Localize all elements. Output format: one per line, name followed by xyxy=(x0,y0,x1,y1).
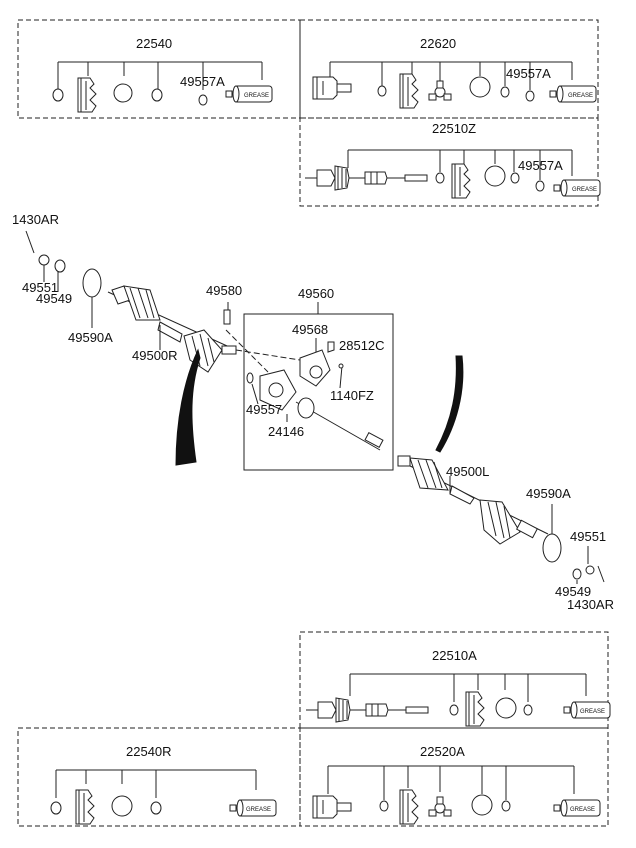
grease-label: GREASE xyxy=(568,93,593,99)
boot-icon xyxy=(451,163,471,199)
part-number-1430AR-left: 1430AR xyxy=(12,212,59,227)
ring-clamp-icon xyxy=(113,83,133,103)
part-number-49551-right: 49551 xyxy=(570,529,606,544)
cotter-pin-icon xyxy=(25,230,35,254)
left-drive-shaft-group: 1430AR 49551 49549 49590A 49500R xyxy=(12,212,237,466)
ring-clamp-icon xyxy=(525,90,535,102)
part-number-49590A-right: 49590A xyxy=(526,486,571,501)
part-number-1140FZ: 1140FZ xyxy=(330,388,374,403)
right-drive-shaft-group: 49500L 49590A 49551 49549 1430AR xyxy=(397,355,614,612)
part-number-49557A: 49557A xyxy=(506,66,551,81)
part-number-22520A: 22520A xyxy=(420,744,465,759)
ring-clamp-icon xyxy=(449,704,459,716)
part-number-22540R: 22540R xyxy=(126,744,172,759)
bolt-icon xyxy=(338,363,344,369)
part-number-49549-left: 49549 xyxy=(36,291,72,306)
ring-clamp-icon xyxy=(52,88,64,102)
kit-box-22510A: 22510A GREASE xyxy=(299,631,611,729)
cv-joint-housing-icon xyxy=(312,795,352,819)
part-number-49568: 49568 xyxy=(292,322,328,337)
ring-clamp-icon xyxy=(501,800,511,812)
boot-icon xyxy=(465,691,485,727)
drive-shaft-assy-icon xyxy=(304,165,428,191)
ring-clamp-icon xyxy=(469,76,491,98)
kit-box-22540R: 22540R GREASE xyxy=(17,727,301,827)
grease-label: GREASE xyxy=(580,709,605,715)
cv-joint-housing-icon xyxy=(312,76,352,100)
ring-clamp-icon xyxy=(471,794,493,816)
box-outline xyxy=(299,631,609,729)
retaining-ring-icon xyxy=(246,372,254,384)
tripod-spider-icon xyxy=(428,80,452,101)
box-outline xyxy=(299,19,599,119)
part-number-1430AR-right: 1430AR xyxy=(567,597,614,612)
ring-clamp-icon xyxy=(435,172,445,184)
ring-clamp-icon xyxy=(484,165,506,187)
nut-icon xyxy=(585,565,595,575)
part-number-22510A: 22510A xyxy=(432,648,477,663)
boot-icon xyxy=(399,73,419,109)
part-number-24146: 24146 xyxy=(268,424,304,439)
intermediate-shaft-box-49560: 49560 49568 28512C 1140FZ 49557 24146 xyxy=(235,286,394,471)
box-outline xyxy=(17,19,301,119)
ring-clamp-icon xyxy=(510,172,520,184)
part-number-49500L: 49500L xyxy=(446,464,489,479)
box-outline xyxy=(299,727,609,827)
ring-clamp-icon xyxy=(500,86,510,98)
grease-label: GREASE xyxy=(572,187,597,193)
kit-box-22520A: 22520A GREASE xyxy=(299,727,609,827)
part-number-49557: 49557 xyxy=(246,402,282,417)
part-number-22620: 22620 xyxy=(420,36,456,51)
ring-clamp-icon xyxy=(495,697,517,719)
part-number-49590A-left: 49590A xyxy=(68,330,113,345)
part-number-49549-right: 49549 xyxy=(555,584,591,599)
box-outline xyxy=(243,313,394,471)
washer-icon xyxy=(54,259,66,273)
ring-clamp-icon xyxy=(379,800,389,812)
part-number-49560: 49560 xyxy=(298,286,334,301)
part-number-49557A: 49557A xyxy=(180,74,225,89)
drive-shaft-49500R xyxy=(107,285,237,373)
cotter-pin-icon xyxy=(597,565,605,583)
part-number-22540: 22540 xyxy=(136,36,172,51)
part-number-49500R: 49500R xyxy=(132,348,178,363)
grease-label: GREASE xyxy=(246,807,271,813)
ring-clamp-icon xyxy=(523,704,533,716)
ring-clamp-icon xyxy=(377,85,387,97)
drive-shaft-49500L xyxy=(397,455,549,545)
kit-box-22510Z: 22510Z 49557A GREASE xyxy=(299,117,601,207)
bearing-icon xyxy=(297,397,315,419)
tone-wheel-icon xyxy=(82,268,102,298)
boot-icon xyxy=(77,77,97,113)
part-number-22510Z: 22510Z xyxy=(432,121,476,136)
ring-clamp-icon xyxy=(150,801,162,815)
pointer-swoosh-left xyxy=(175,348,201,466)
nut-icon xyxy=(38,254,50,266)
pointer-swoosh-right xyxy=(435,355,464,453)
bolt-49580: 49580 xyxy=(206,283,269,373)
ring-clamp-icon xyxy=(535,180,545,192)
kit-box-22620: 22620 49557A GREASE xyxy=(299,19,599,119)
part-number-49557A: 49557A xyxy=(518,158,563,173)
ring-clamp-icon xyxy=(50,801,62,815)
part-number-28512C: 28512C xyxy=(339,338,385,353)
part-number-49580: 49580 xyxy=(206,283,242,298)
kit-box-22540: 22540 49557A GREASE xyxy=(17,19,301,119)
ring-clamp-icon xyxy=(151,88,163,102)
boot-icon xyxy=(399,789,419,825)
grease-label: GREASE xyxy=(570,807,595,813)
clip-icon xyxy=(327,341,335,353)
box-outline xyxy=(299,117,599,207)
washer-icon xyxy=(572,568,582,580)
grease-label: GREASE xyxy=(244,93,269,99)
drive-shaft-assy-icon xyxy=(305,697,429,723)
part-number-49551-left: 49551 xyxy=(22,280,58,295)
ring-clamp-icon xyxy=(198,94,208,106)
boot-icon xyxy=(75,789,95,825)
tripod-spider-icon xyxy=(428,796,452,817)
bolt-icon xyxy=(223,309,231,325)
tone-wheel-icon xyxy=(542,533,562,563)
ring-clamp-icon xyxy=(111,795,133,817)
